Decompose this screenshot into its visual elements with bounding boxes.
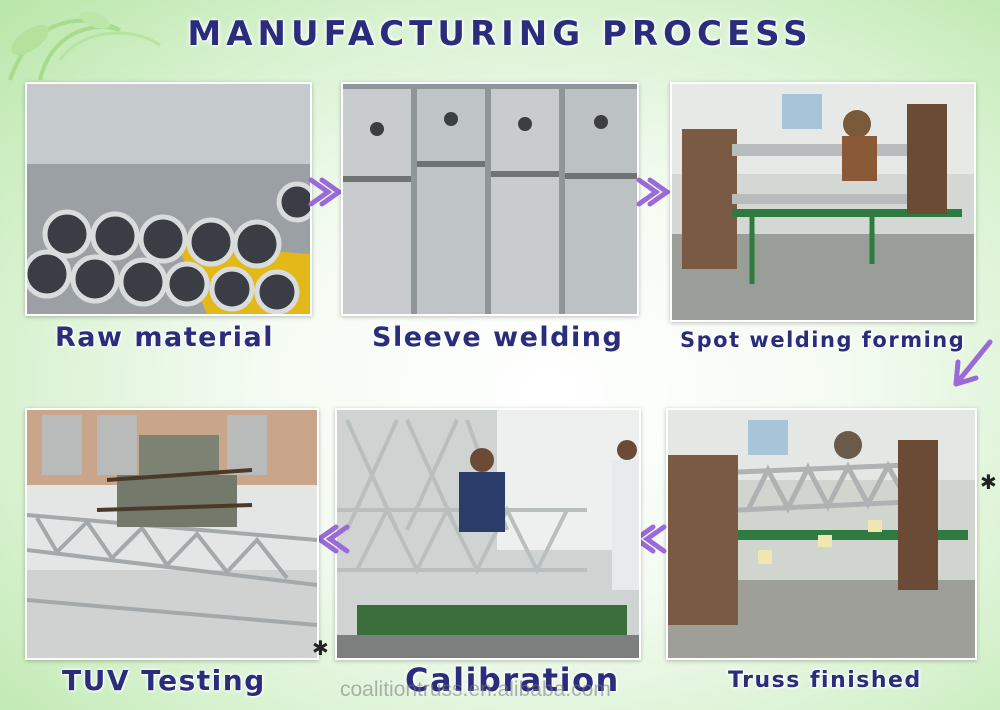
star-icon: ✱: [980, 470, 997, 494]
spot-welding-forming-photo: [670, 82, 976, 322]
step-label-truss-finished: Truss finished: [728, 668, 922, 693]
truss-finished-photo: [666, 408, 977, 660]
raw-material-photo: [25, 82, 312, 316]
step-label-spot-welding-forming: Spot welding forming: [680, 328, 966, 352]
watermark: coalitiontruss.en.alibaba.com: [340, 678, 611, 701]
step-label-calibration: Calibration: [405, 661, 620, 699]
calibration-photo: [335, 408, 641, 660]
arrow-icon: [636, 177, 672, 207]
arrow-icon: [953, 339, 993, 387]
tuv-testing-photo: [25, 408, 319, 660]
page-title: MANUFACTURING PROCESS: [187, 14, 813, 54]
arrow-icon: [314, 524, 350, 554]
step-label-tuv-testing: TUV Testing: [62, 664, 266, 697]
arrow-icon: [308, 177, 344, 207]
step-label-sleeve-welding: Sleeve welding: [372, 322, 624, 353]
star-icon: ✱: [312, 636, 329, 660]
sleeve-welding-photo: [341, 82, 639, 316]
step-label-raw-material: Raw material: [55, 322, 274, 353]
